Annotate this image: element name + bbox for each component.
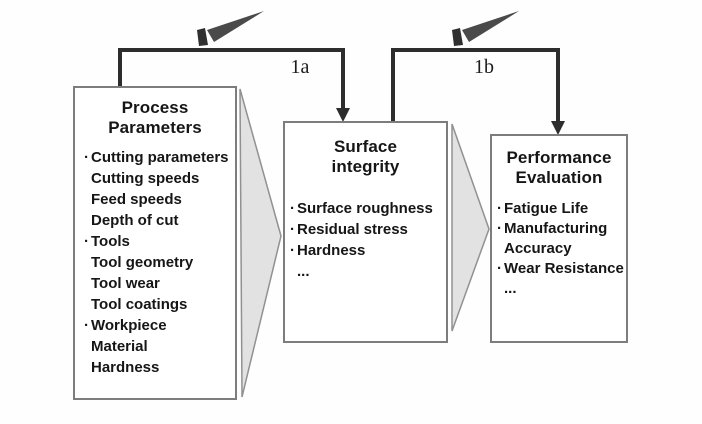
list-item: Tool wear <box>84 273 235 294</box>
list-item: Cutting speeds <box>84 168 235 189</box>
performance-evaluation-title: Performance Evaluation <box>492 148 626 188</box>
chevron-right-shape-1 <box>239 88 282 398</box>
list-item: · Cutting parameters <box>84 147 235 168</box>
list-item: · Manufacturing <box>497 219 626 239</box>
list-item-label: Accuracy <box>504 240 572 257</box>
bullet-dot: · <box>497 200 502 217</box>
list-item: Hardness <box>84 357 235 378</box>
cutting-tool-blade <box>462 11 519 42</box>
list-item-label: Residual stress <box>297 221 408 238</box>
performance-evaluation-box: Performance Evaluation · Fatigue Life · … <box>490 134 628 343</box>
list-item-label: Tool wear <box>91 275 160 292</box>
connector-1a-arrowhead <box>336 108 350 122</box>
list-item-label: Workpiece <box>91 317 167 334</box>
connector-1b-label: 1b <box>474 56 494 78</box>
list-item-label: Fatigue Life <box>504 200 589 217</box>
list-item: · Workpiece <box>84 315 235 336</box>
performance-evaluation-list: · Fatigue Life · Manufacturing Accuracy … <box>492 199 626 299</box>
cutting-tool-tip <box>452 28 463 46</box>
list-item-label: Depth of cut <box>91 212 179 229</box>
list-item-label: Hardness <box>297 242 366 259</box>
bullet-dot: · <box>290 242 295 259</box>
bullet-dot: · <box>290 221 295 238</box>
bullet-dot: · <box>84 233 89 250</box>
connector-1a-line <box>118 48 345 110</box>
process-parameters-box: Process Parameters · Cutting parameters … <box>73 86 237 400</box>
connector-1b-line <box>391 48 560 123</box>
list-item: Accuracy <box>497 239 626 259</box>
list-item: · Wear Resistance <box>497 259 626 279</box>
list-item-label: ... <box>504 280 517 297</box>
bullet-dot: · <box>290 200 295 217</box>
list-item-label: ... <box>297 263 310 280</box>
title-line: Parameters <box>108 118 202 137</box>
bullet-dot: · <box>84 149 89 166</box>
cutting-tool-icon <box>197 11 264 46</box>
list-item: Material <box>84 336 235 357</box>
cutting-tool-tip <box>197 28 208 46</box>
list-item: · Residual stress <box>290 219 446 240</box>
list-item: · Surface roughness <box>290 198 446 219</box>
title-line: Performance <box>506 148 612 167</box>
list-item-label: Wear Resistance <box>504 260 624 277</box>
list-item: · Tools <box>84 231 235 252</box>
list-item-label: Surface roughness <box>297 200 433 217</box>
list-item-label: Tool coatings <box>91 296 188 313</box>
cutting-tool-icon <box>452 11 519 46</box>
list-item: · Hardness <box>290 240 446 261</box>
list-item-label: Cutting parameters <box>91 149 229 166</box>
list-item-label: Material <box>91 338 148 355</box>
bullet-dot: · <box>497 260 502 277</box>
list-item: · Fatigue Life <box>497 199 626 219</box>
chevron-right-shape-2 <box>451 123 490 332</box>
list-item: Tool coatings <box>84 294 235 315</box>
bullet-dot: · <box>84 317 89 334</box>
list-item: Feed speeds <box>84 189 235 210</box>
connector-1a-label: 1a <box>290 56 310 78</box>
bullet-dot: · <box>497 220 502 237</box>
list-item: Tool geometry <box>84 252 235 273</box>
connector-1b-arrowhead <box>551 121 565 135</box>
list-item-label: Manufacturing <box>504 220 608 237</box>
list-item-label: Tools <box>91 233 130 250</box>
process-parameters-title: Process Parameters <box>75 98 235 138</box>
title-line: Surface <box>333 137 398 156</box>
surface-integrity-box: Surface integrity · Surface roughness · … <box>283 121 448 343</box>
list-item-label: Cutting speeds <box>91 170 200 187</box>
cutting-tool-blade <box>207 11 264 42</box>
surface-integrity-title: Surface integrity <box>285 137 446 177</box>
list-item: Depth of cut <box>84 210 235 231</box>
list-item-label: Feed speeds <box>91 191 182 208</box>
list-item-label: Hardness <box>91 359 160 376</box>
title-line: integrity <box>331 157 400 176</box>
title-line: Evaluation <box>515 168 603 187</box>
list-item: ... <box>290 261 446 282</box>
list-item-label: Tool geometry <box>91 254 194 271</box>
list-item: ... <box>497 279 626 299</box>
title-line: Process <box>121 98 189 117</box>
surface-integrity-list: · Surface roughness · Residual stress · … <box>285 198 446 282</box>
process-parameters-list: · Cutting parameters Cutting speeds Feed… <box>75 147 235 378</box>
